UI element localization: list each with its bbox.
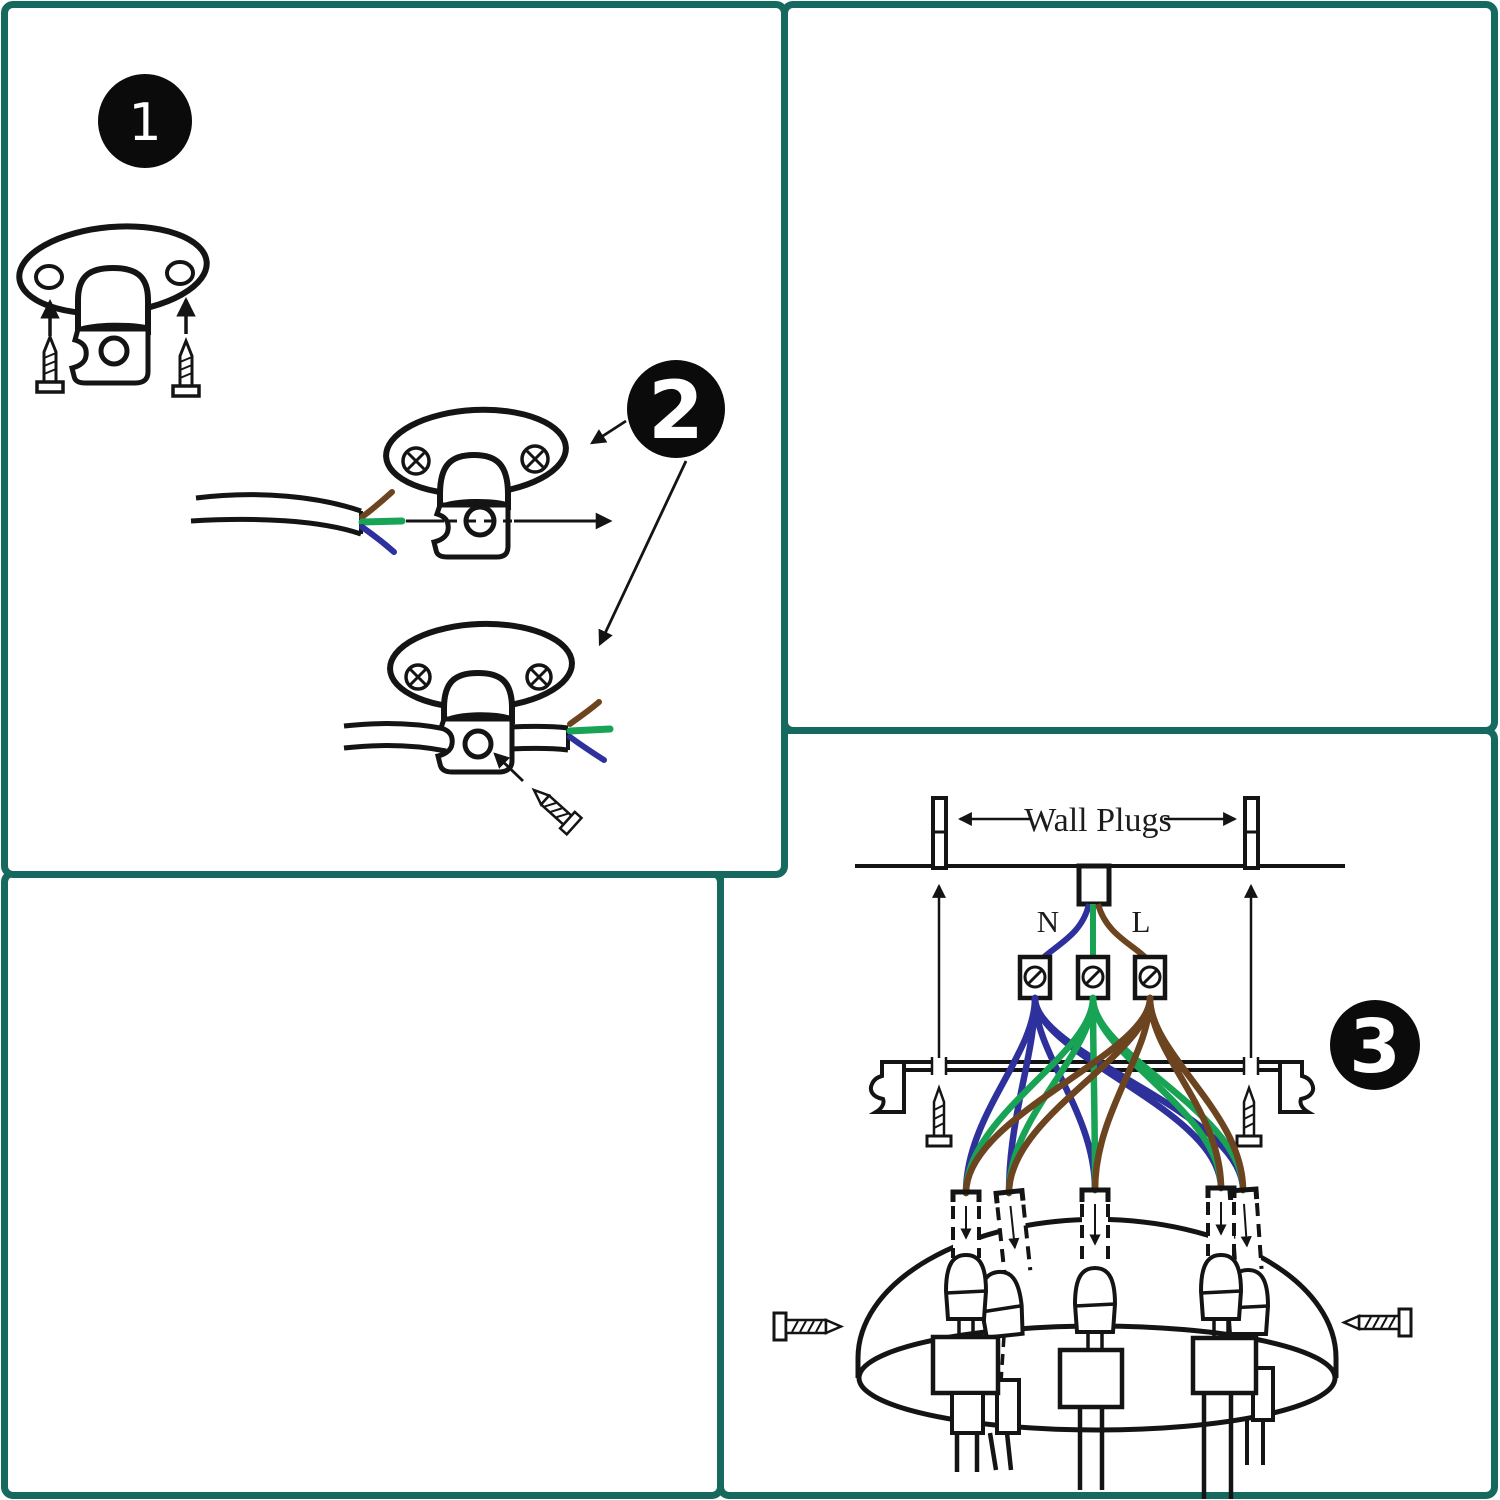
panel-bottom-left-blank: [1, 870, 724, 1499]
panel-steps-1-2: [1, 1, 788, 878]
panel-step-3: [717, 727, 1498, 1499]
panel-top-right-blank: [781, 1, 1498, 734]
